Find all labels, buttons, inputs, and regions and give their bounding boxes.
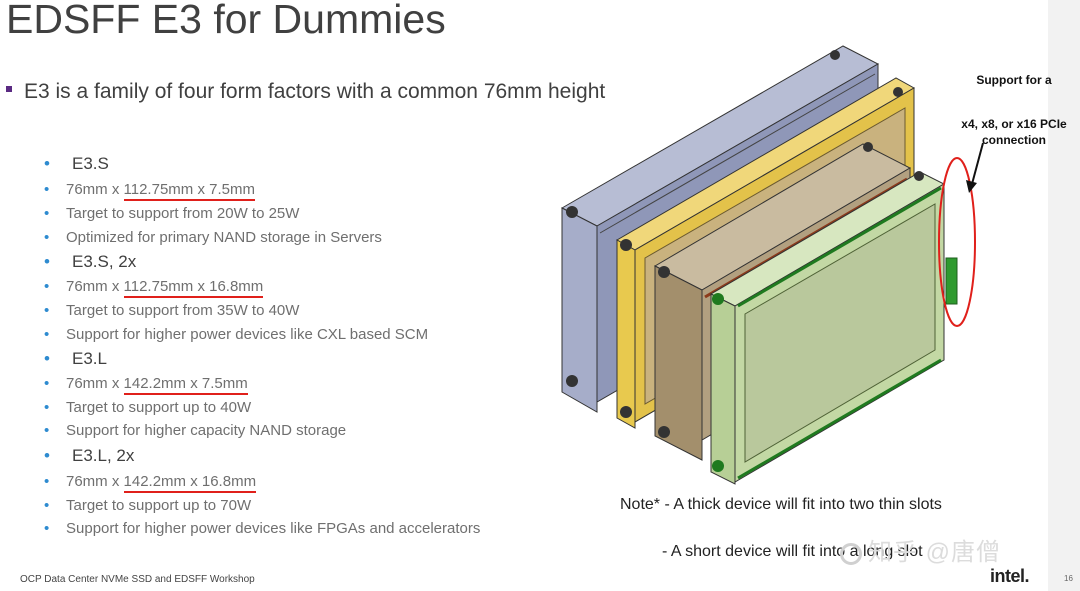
watermark: 知乎 @唐僧 [840, 532, 1001, 567]
list-item: •76mm x 142.2mm x 7.5mm [44, 375, 248, 395]
bullet-icon: • [44, 252, 50, 271]
paw-icon [840, 542, 862, 565]
list-item: •Target to support up to 70W [44, 497, 252, 514]
bullet-icon: • [44, 375, 50, 392]
bullet-icon: • [44, 497, 50, 514]
red-underline: 142.2mm x 7.5mm [123, 375, 248, 395]
note-line-1: Note* - A thick device will fit into two… [620, 496, 942, 513]
lead-bullet: E3 is a family of four form factors with… [6, 80, 605, 104]
list-item: •76mm x 142.2mm x 16.8mm [44, 473, 257, 493]
square-bullet-icon [6, 86, 12, 93]
list-item: •Target to support from 20W to 25W [44, 205, 300, 222]
device-e3s [709, 171, 958, 485]
bullet-icon: • [44, 349, 50, 368]
intel-logo: intel. [990, 566, 1030, 586]
list-item: •Target to support from 35W to 40W [44, 302, 300, 319]
list-item: •Support for higher power devices like F… [44, 520, 481, 537]
list-heading: •E3.L [44, 349, 107, 368]
list-item: •Support for higher capacity NAND storag… [44, 422, 347, 439]
list-heading: •E3.L, 2x [44, 446, 135, 465]
page-number: 16 [1064, 574, 1073, 583]
list-item: •76mm x 112.75mm x 7.5mm [44, 181, 255, 201]
list-item: •Target to support up to 40W [44, 399, 252, 416]
connector-callout-text-2: connection [981, 133, 1046, 147]
bullet-icon: • [44, 520, 50, 537]
bullet-icon: • [44, 154, 50, 173]
red-underline: 112.75mm x 7.5mm [123, 181, 255, 201]
connector-highlight-ellipse [938, 157, 976, 327]
red-underline: 142.2mm x 16.8mm [123, 473, 257, 493]
bullet-icon: • [44, 326, 50, 343]
arrow-head-icon [966, 180, 977, 193]
bullet-icon: • [44, 278, 50, 295]
slide-side-strip [1048, 0, 1080, 591]
connector-callout-text: x4, x8, or x16 PCIe [961, 117, 1067, 131]
list-item: •76mm x 112.75mm x 16.8mm [44, 278, 264, 298]
footer-text: OCP Data Center NVMe SSD and EDSFF Works… [20, 574, 255, 585]
bullet-icon: • [44, 399, 50, 416]
list-heading: •E3.S, 2x [44, 252, 137, 271]
bullet-icon: • [44, 302, 50, 319]
list-item: •Support for higher power devices like C… [44, 326, 429, 343]
list-item: •Optimized for primary NAND storage in S… [44, 229, 382, 246]
bullet-icon: • [44, 229, 50, 246]
bullet-icon: • [44, 446, 50, 465]
bullet-icon: • [44, 181, 50, 198]
slide-title: EDSFF E3 for Dummies [6, 0, 446, 42]
list-heading: •E3.S [44, 154, 109, 173]
bullet-icon: • [44, 205, 50, 222]
callout-arrow [971, 142, 984, 185]
bullet-icon: • [44, 422, 50, 439]
connector-callout-title: Support for a [976, 73, 1052, 87]
lead-text: E3 is a family of four form factors with… [24, 80, 606, 103]
red-underline: 112.75mm x 16.8mm [123, 278, 264, 298]
bullet-icon: • [44, 473, 50, 490]
